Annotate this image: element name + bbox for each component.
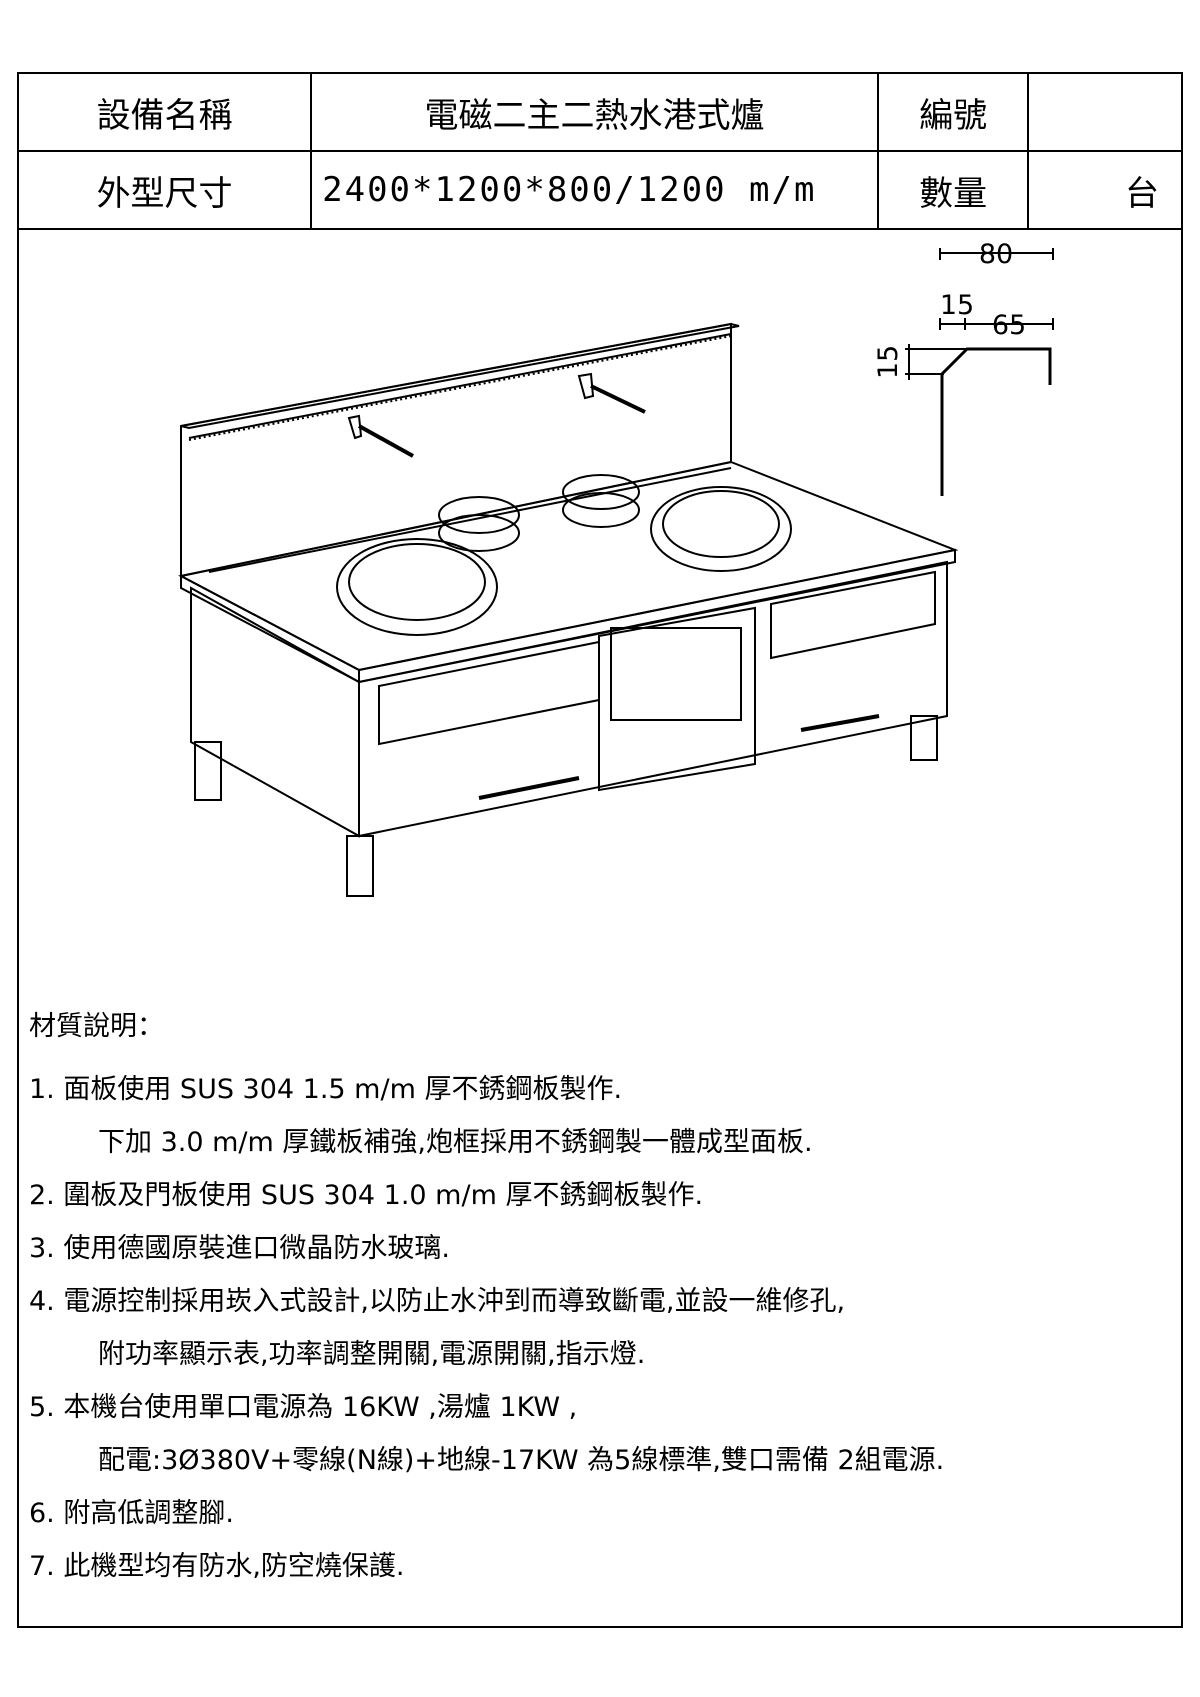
name-label: 設備名稱: [19, 74, 313, 152]
notes-title: 材質說明：: [29, 1011, 164, 1042]
row-name: 設備名稱 電磁二主二熱水港式爐 編號: [19, 74, 1181, 152]
note-2: 2. 圍板及門板使用 SUS 304 1.0 m/m 厚不銹鋼板製作.: [29, 1180, 704, 1211]
material-notes: 材質說明： 1. 面板使用 SUS 304 1.5 m/m 厚不銹鋼板製作. 下…: [29, 1004, 1169, 1593]
qty-value: 台: [1027, 150, 1181, 230]
size-label: 外型尺寸: [19, 150, 313, 230]
note-6: 6. 附高低調整腳.: [29, 1498, 234, 1529]
dim-15-v: 15: [873, 345, 904, 379]
dim-65: 65: [992, 310, 1026, 341]
note-4: 4. 電源控制採用崁入式設計,以防止水沖到而導致斷電,並設一維修孔,: [29, 1286, 846, 1317]
stove-drawing: 80 15 65 15: [178, 239, 1054, 897]
note-5: 5. 本機台使用單口電源為 16KW ,湯爐 1KW ,: [29, 1392, 578, 1423]
number-label: 編號: [876, 74, 1030, 152]
note-4-cont: 附功率顯示表,功率調整開關,電源開關,指示燈.: [98, 1339, 646, 1370]
profile-detail: [905, 248, 1054, 496]
note-3: 3. 使用德國原裝進口微晶防水玻璃.: [29, 1233, 450, 1264]
row-size: 外型尺寸 2400*1200*800/1200 m/m 數量 台: [19, 150, 1181, 230]
number-value: [1027, 74, 1181, 152]
note-1: 1. 面板使用 SUS 304 1.5 m/m 厚不銹鋼板製作.: [29, 1074, 623, 1105]
name-value: 電磁二主二熱水港式爐: [310, 74, 879, 152]
qty-label: 數量: [876, 150, 1030, 230]
note-5-cont: 配電:3Ø380V+零線(N線)+地線-17KW 為5線標準,雙口需備 2組電源…: [98, 1445, 945, 1476]
note-7: 7. 此機型均有防水,防空燒保護.: [29, 1551, 405, 1582]
dim-80: 80: [979, 239, 1013, 270]
size-value: 2400*1200*800/1200 m/m: [310, 150, 879, 230]
note-1-cont: 下加 3.0 m/m 厚鐵板補強,炮框採用不銹鋼製一體成型面板.: [98, 1127, 813, 1158]
spec-table: 設備名稱 電磁二主二熱水港式爐 編號 外型尺寸 2400*1200*800/12…: [19, 74, 1181, 230]
spec-sheet: 設備名稱 電磁二主二熱水港式爐 編號 外型尺寸 2400*1200*800/12…: [17, 72, 1183, 1628]
dim-15-h: 15: [940, 290, 974, 321]
